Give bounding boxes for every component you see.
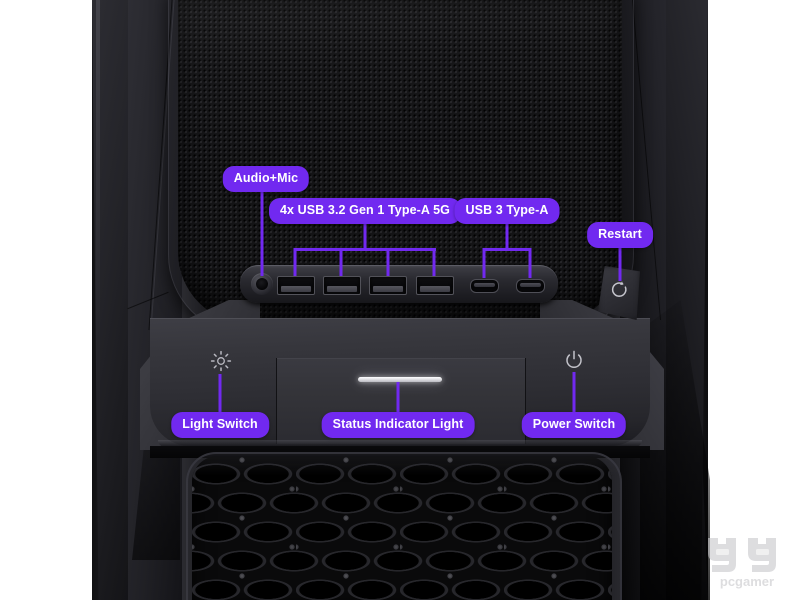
usb-a-port-3[interactable] — [369, 276, 407, 295]
leader-stem-usb3-type-a — [505, 219, 509, 250]
case-left-edge-highlight — [96, 0, 100, 600]
audio-jack-port[interactable] — [251, 273, 273, 295]
callout-usb-a-group[interactable]: 4x USB 3.2 Gen 1 Type-A 5G — [268, 198, 462, 224]
pcgamer-watermark: pcgamer — [704, 534, 790, 592]
restart-circular-arrow-icon[interactable] — [610, 280, 630, 300]
callout-restart[interactable]: Restart — [587, 222, 653, 248]
leader-stem-usb-a-group — [363, 219, 367, 250]
gg-owl-logo — [708, 538, 776, 572]
front-honeycomb-mesh-panel — [192, 456, 612, 600]
leader-drop-usb-a-4 — [432, 248, 436, 276]
leader-line-light-switch — [218, 374, 222, 412]
status-indicator-led — [358, 377, 442, 382]
leader-line-status-indicator — [396, 382, 400, 412]
callout-audio-mic[interactable]: Audio+Mic — [222, 166, 310, 192]
usb-a-port-2[interactable] — [323, 276, 361, 295]
leader-line-audio-mic — [260, 187, 264, 276]
honeycomb-studs — [192, 456, 612, 600]
front-io-port-strip — [240, 265, 558, 303]
leader-bracket-usb3-type-a — [483, 248, 531, 251]
leader-line-power-switch — [572, 372, 576, 412]
usb-c-port-1[interactable] — [470, 279, 499, 293]
leader-drop-usb-a-2 — [339, 248, 343, 276]
callout-usb3-type-a[interactable]: USB 3 Type-A — [454, 198, 560, 224]
leader-drop-usb-c-1 — [482, 248, 486, 278]
callout-power-switch[interactable]: Power Switch — [521, 412, 627, 438]
usb-a-port-1[interactable] — [277, 276, 315, 295]
leader-drop-usb-c-2 — [528, 248, 532, 278]
leader-drop-usb-a-1 — [293, 248, 297, 276]
pcgamer-wordmark: pcgamer — [720, 574, 774, 589]
leader-line-restart — [618, 243, 622, 281]
power-icon[interactable] — [564, 350, 584, 370]
leader-drop-usb-a-3 — [386, 248, 390, 276]
shelf-bottom-edge — [158, 440, 642, 447]
callout-status-indicator[interactable]: Status Indicator Light — [321, 412, 475, 438]
usb-c-port-2[interactable] — [516, 279, 545, 293]
audio-jack-hole — [256, 278, 268, 290]
callout-light-switch[interactable]: Light Switch — [171, 412, 269, 438]
brightness-sun-icon[interactable] — [210, 350, 232, 372]
usb-a-port-4[interactable] — [416, 276, 454, 295]
leader-bracket-usb-a-group — [294, 248, 436, 251]
case-left-bevel — [92, 0, 128, 600]
